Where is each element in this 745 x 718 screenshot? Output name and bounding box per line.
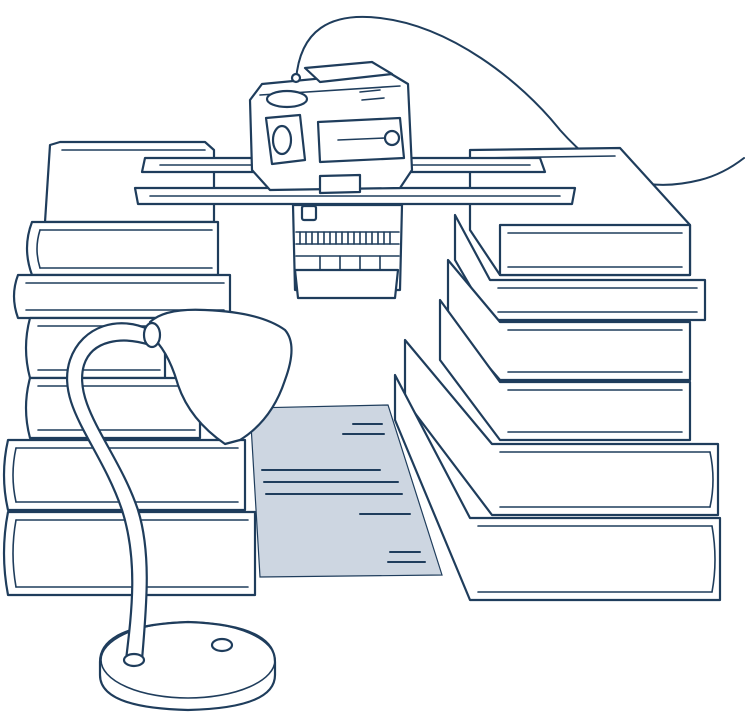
right-book-1 xyxy=(468,146,692,277)
lamp-shade xyxy=(142,308,293,446)
document-sheet xyxy=(249,404,443,578)
camera-body xyxy=(248,60,414,195)
camera-lens xyxy=(291,203,404,300)
camera-cable xyxy=(295,16,745,186)
gooseneck-desk-lamp xyxy=(65,308,293,712)
document-text-lines xyxy=(261,423,426,563)
lamp-base xyxy=(98,620,277,712)
left-book-stack xyxy=(2,140,257,597)
right-book-2 xyxy=(453,213,707,322)
left-book-2 xyxy=(12,273,232,320)
right-book-stack xyxy=(393,146,722,602)
left-book-5 xyxy=(2,438,247,512)
left-book-4 xyxy=(24,376,202,440)
right-book-6 xyxy=(393,373,722,602)
right-book-4 xyxy=(438,298,692,442)
camera-on-copy-stand xyxy=(248,60,414,300)
